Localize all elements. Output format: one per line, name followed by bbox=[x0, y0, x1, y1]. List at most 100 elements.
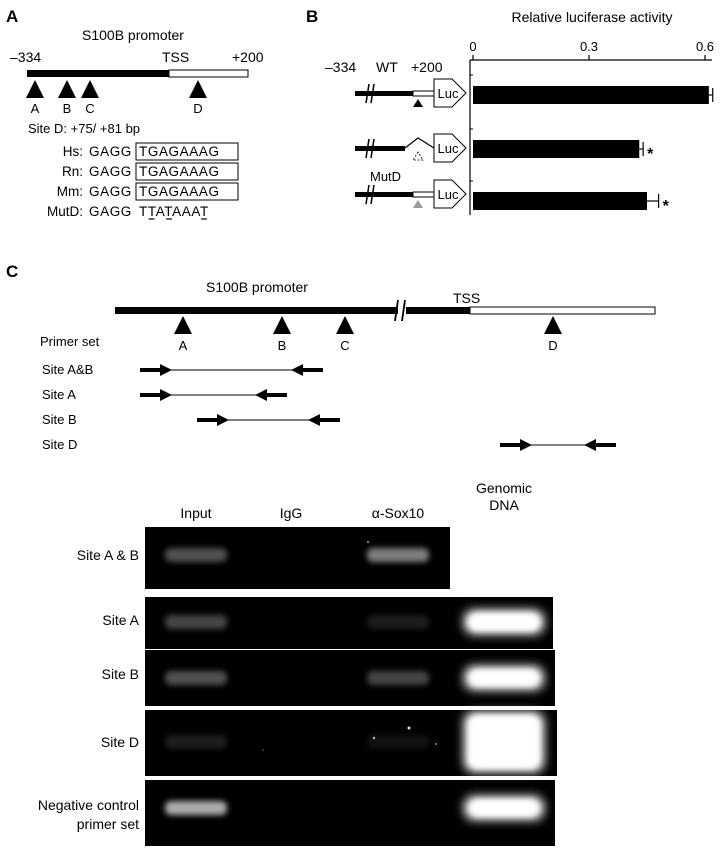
primer-label-d: Site D bbox=[42, 437, 77, 452]
site-c-label: C bbox=[340, 338, 349, 353]
panel-b-letter: B bbox=[306, 7, 318, 26]
panel-a-pos-tss: TSS bbox=[162, 49, 189, 65]
promoter-break-2 bbox=[401, 299, 406, 322]
construct-wt-break-1 bbox=[365, 83, 370, 104]
construct-wt-site-d bbox=[413, 99, 423, 107]
site-c-triangle bbox=[81, 80, 99, 98]
site-c-label: C bbox=[85, 101, 94, 116]
construct-wt: Luc bbox=[355, 78, 467, 108]
gel-col-sox10: α-Sox10 bbox=[372, 505, 425, 521]
construct-mutd-break-1 bbox=[365, 184, 370, 205]
site-b-label: B bbox=[278, 338, 287, 353]
promoter-bar-transcribed bbox=[168, 69, 249, 78]
gel-row-label-neg-1: Negative control bbox=[38, 797, 139, 813]
luc-arrow bbox=[433, 179, 467, 209]
seq-hs-prefix: GAGG bbox=[89, 144, 132, 159]
bar-wt bbox=[473, 86, 709, 104]
gel-band bbox=[165, 735, 227, 749]
species-mm: Mm: bbox=[57, 184, 83, 199]
construct-del-promoter bbox=[355, 146, 405, 151]
seq-rn-site: TGAGAAAG bbox=[139, 164, 220, 179]
construct-del-break-1 bbox=[365, 138, 370, 159]
promoter-break-1 bbox=[394, 299, 399, 322]
significance-star: * bbox=[647, 146, 654, 163]
construct-del-break-2 bbox=[370, 138, 375, 159]
seq-hs-site: TGAGAAAG bbox=[139, 144, 220, 159]
gel-band bbox=[367, 671, 429, 685]
site-d-label: D bbox=[193, 101, 202, 116]
luc-arrow bbox=[433, 78, 467, 108]
seq-mm-site: TGAGAAAG bbox=[139, 184, 220, 199]
gel-col-igg: IgG bbox=[280, 505, 303, 521]
x-tick-label: 0.6 bbox=[696, 39, 714, 54]
species-rn: Rn: bbox=[62, 164, 83, 179]
gel-speckle bbox=[367, 541, 369, 543]
gel-row-label-neg-2: primer set bbox=[77, 816, 139, 832]
promoter-bar-proximal bbox=[406, 307, 470, 314]
construct-pos-left: –334 bbox=[325, 59, 356, 75]
chart-title: Relative luciferase activity bbox=[511, 9, 672, 25]
promoter-bar-transcribed bbox=[469, 306, 656, 315]
construct-deletion: Luc bbox=[355, 133, 467, 163]
construct-mutd: MutD Luc bbox=[355, 169, 467, 209]
x-tick-label: 0 bbox=[469, 39, 476, 54]
significance-star: * bbox=[663, 198, 670, 215]
site-a-triangle bbox=[174, 316, 192, 334]
promoter-bar-upstream bbox=[115, 307, 398, 314]
site-d-triangle bbox=[189, 80, 207, 98]
gel-speckle bbox=[435, 743, 437, 745]
gel-band bbox=[367, 615, 429, 629]
primer-pair-ab bbox=[140, 364, 323, 376]
gel-band-core bbox=[470, 670, 538, 686]
panel-b: B Relative luciferase activity 0 0.3 0.6 *… bbox=[306, 7, 714, 215]
construct-wt-promoter bbox=[355, 91, 413, 96]
construct-mutd-site-d bbox=[413, 200, 423, 208]
site-b-label: B bbox=[63, 101, 72, 116]
gel-row-label-ab: Site A & B bbox=[77, 547, 139, 563]
primer-pair-d bbox=[500, 439, 616, 451]
gel-band-core bbox=[470, 716, 538, 768]
construct-mutd-label: MutD bbox=[370, 169, 401, 184]
construct-mutd-promoter bbox=[355, 192, 413, 197]
gel-band bbox=[165, 615, 227, 629]
primer-label-ab: Site A&B bbox=[42, 362, 93, 377]
construct-wt-label: WT bbox=[376, 59, 398, 75]
luc-label: Luc bbox=[438, 86, 459, 101]
panel-a-title: S100B promoter bbox=[82, 27, 184, 43]
gel-speckle bbox=[262, 749, 264, 751]
gel-band-core bbox=[470, 614, 538, 630]
construct-pos-right: +200 bbox=[411, 59, 443, 75]
seq-mm-site-box bbox=[135, 182, 239, 201]
chart-x-axis: 0 0.3 0.6 bbox=[469, 39, 714, 215]
construct-del-loop bbox=[404, 137, 435, 149]
site-b-triangle bbox=[273, 316, 291, 334]
site-a-label: A bbox=[179, 338, 188, 353]
gel-band bbox=[367, 548, 429, 562]
bar-deletion bbox=[473, 140, 640, 158]
site-b-triangle bbox=[58, 80, 76, 98]
site-d-triangle bbox=[544, 316, 562, 334]
x-tick-label: 0.3 bbox=[580, 39, 598, 54]
construct-mutd-break-2 bbox=[370, 184, 375, 205]
species-hs: Hs: bbox=[63, 144, 83, 159]
gel-band bbox=[165, 548, 227, 562]
panel-c-letter: C bbox=[6, 262, 18, 281]
construct-mutd-utr bbox=[412, 191, 436, 198]
gel-col-genomic-1: Genomic bbox=[476, 480, 532, 496]
panel-a-letter: A bbox=[6, 7, 18, 26]
seq-rn-site-box bbox=[135, 162, 239, 181]
sequence-alignment: Hs: GAGG TGAGAAAG Rn: GAGG TGAGAAAG Mm: … bbox=[47, 142, 239, 220]
site-d-position-label: Site D: +75/ +81 bp bbox=[28, 121, 140, 136]
primer-pair-a bbox=[140, 389, 287, 401]
panel-a-pos-left: –334 bbox=[10, 49, 41, 65]
luc-label: Luc bbox=[438, 187, 459, 202]
panel-c-title: S100B promoter bbox=[206, 279, 308, 295]
bar-mutd bbox=[473, 192, 647, 210]
seq-mutd-prefix: GAGG bbox=[89, 204, 132, 219]
panel-c: C S100B promoter TSS A B C D Primer set … bbox=[6, 262, 656, 846]
construct-wt-utr bbox=[412, 90, 436, 97]
primer-label-a: Site A bbox=[42, 387, 76, 402]
gel-band bbox=[165, 801, 227, 815]
gel-col-input: Input bbox=[180, 505, 211, 521]
seq-hs-site-box bbox=[135, 142, 239, 161]
